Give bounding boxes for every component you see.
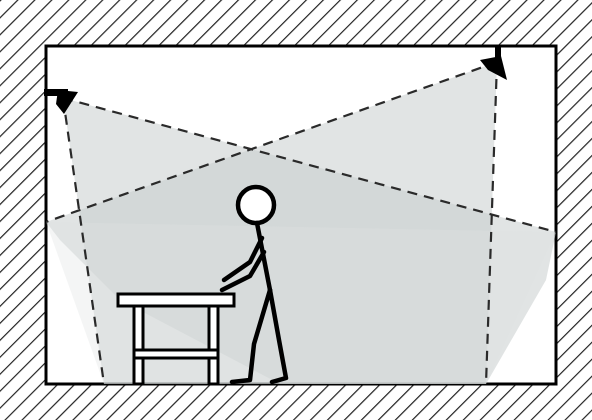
- person-head: [235, 184, 277, 226]
- left-sensor-boundary-lines: [61, 96, 556, 384]
- floor-coverage-overlap: [46, 222, 556, 384]
- table: [116, 292, 236, 386]
- person-figure: [219, 184, 289, 385]
- right-sensor-icon: [480, 46, 507, 80]
- left-sensor-icon: [44, 89, 78, 114]
- right-sensor-boundary-lines: [46, 60, 499, 384]
